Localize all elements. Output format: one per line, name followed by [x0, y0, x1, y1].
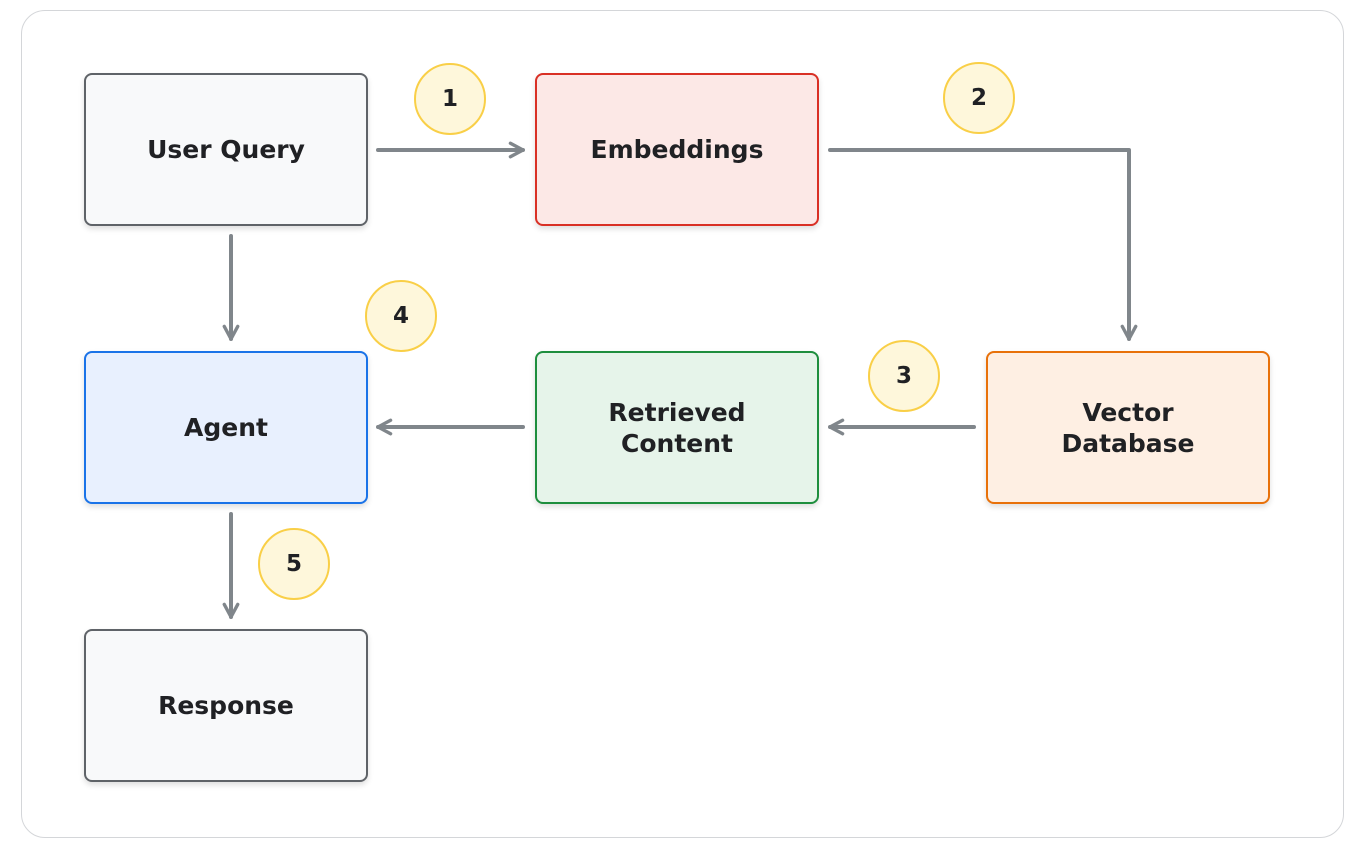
node-retrieved-content: Retrieved Content — [535, 351, 819, 504]
node-response-label: Response — [158, 691, 294, 720]
step-badge-3: 3 — [868, 340, 940, 412]
step-badge-1: 1 — [414, 63, 486, 135]
node-user-query: User Query — [84, 73, 368, 226]
node-embeddings: Embeddings — [535, 73, 819, 226]
arrow-embeddings-to-vector-db — [828, 148, 1138, 341]
node-agent: Agent — [84, 351, 368, 504]
step-badge-5: 5 — [258, 528, 330, 600]
node-user-query-label: User Query — [147, 135, 305, 164]
node-agent-label: Agent — [184, 413, 268, 442]
node-vector-database: Vector Database — [986, 351, 1270, 504]
step-badge-2: 2 — [943, 62, 1015, 134]
node-retrieved-content-label: Retrieved Content — [608, 397, 746, 458]
node-vector-database-label: Vector Database — [1061, 397, 1195, 458]
step-badge-4: 4 — [365, 280, 437, 352]
node-embeddings-label: Embeddings — [590, 135, 764, 164]
node-response: Response — [84, 629, 368, 782]
